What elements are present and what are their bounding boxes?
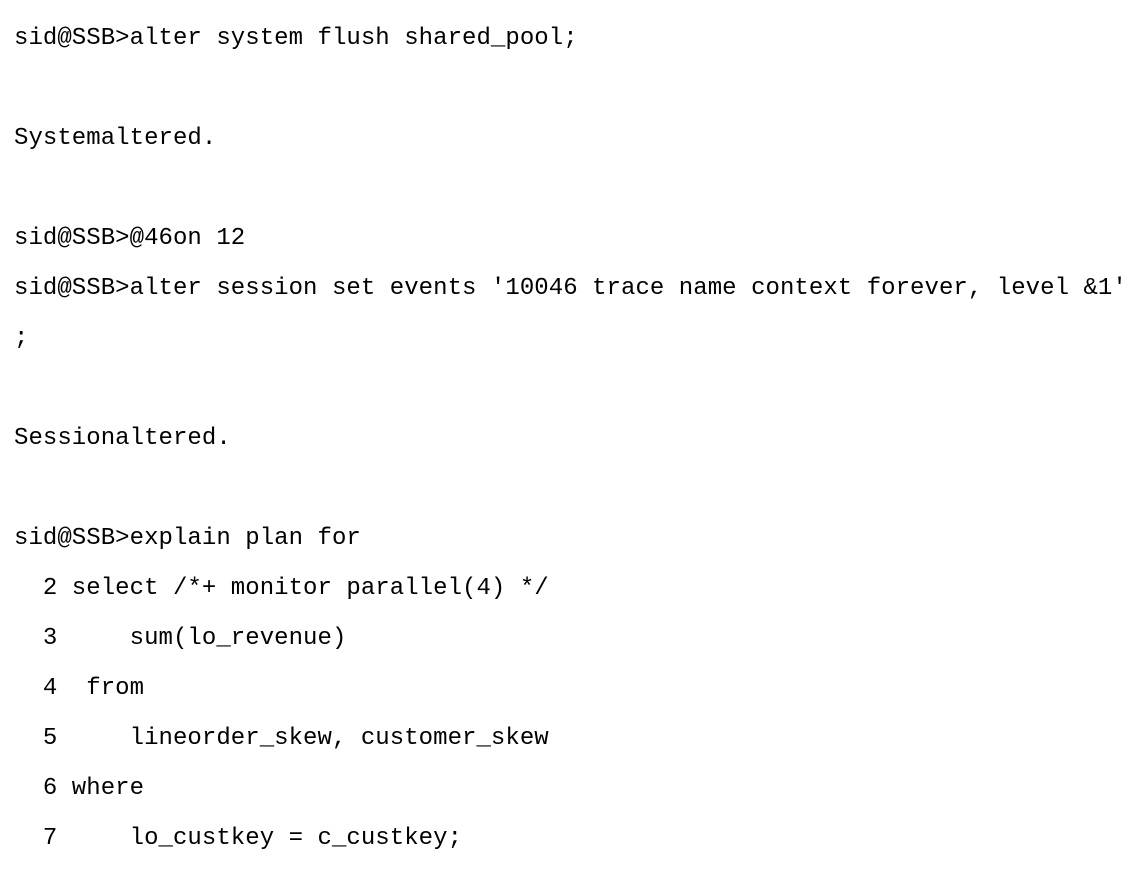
terminal-line: 2 select /*+ monitor parallel(4) */ (14, 575, 549, 602)
terminal-line: sid@SSB>alter session set events '10046 … (14, 275, 1127, 302)
terminal-line: 3 sum(lo_revenue) (14, 625, 347, 652)
terminal-line: Systemaltered. (14, 125, 217, 152)
terminal-line: sid@SSB>explain plan for (14, 525, 361, 552)
terminal-line: 5 lineorder_skew, customer_skew (14, 725, 549, 752)
terminal-line: ; (14, 325, 29, 352)
terminal-line: 7 lo_custkey = c_custkey; (14, 825, 463, 852)
terminal-line: 4 from (14, 675, 145, 702)
terminal-line: sid@SSB>@46on 12 (14, 225, 246, 252)
terminal-line: Sessionaltered. (14, 425, 231, 452)
terminal-line: sid@SSB>alter system flush shared_pool; (14, 25, 578, 52)
terminal-line: 6 where (14, 775, 145, 802)
